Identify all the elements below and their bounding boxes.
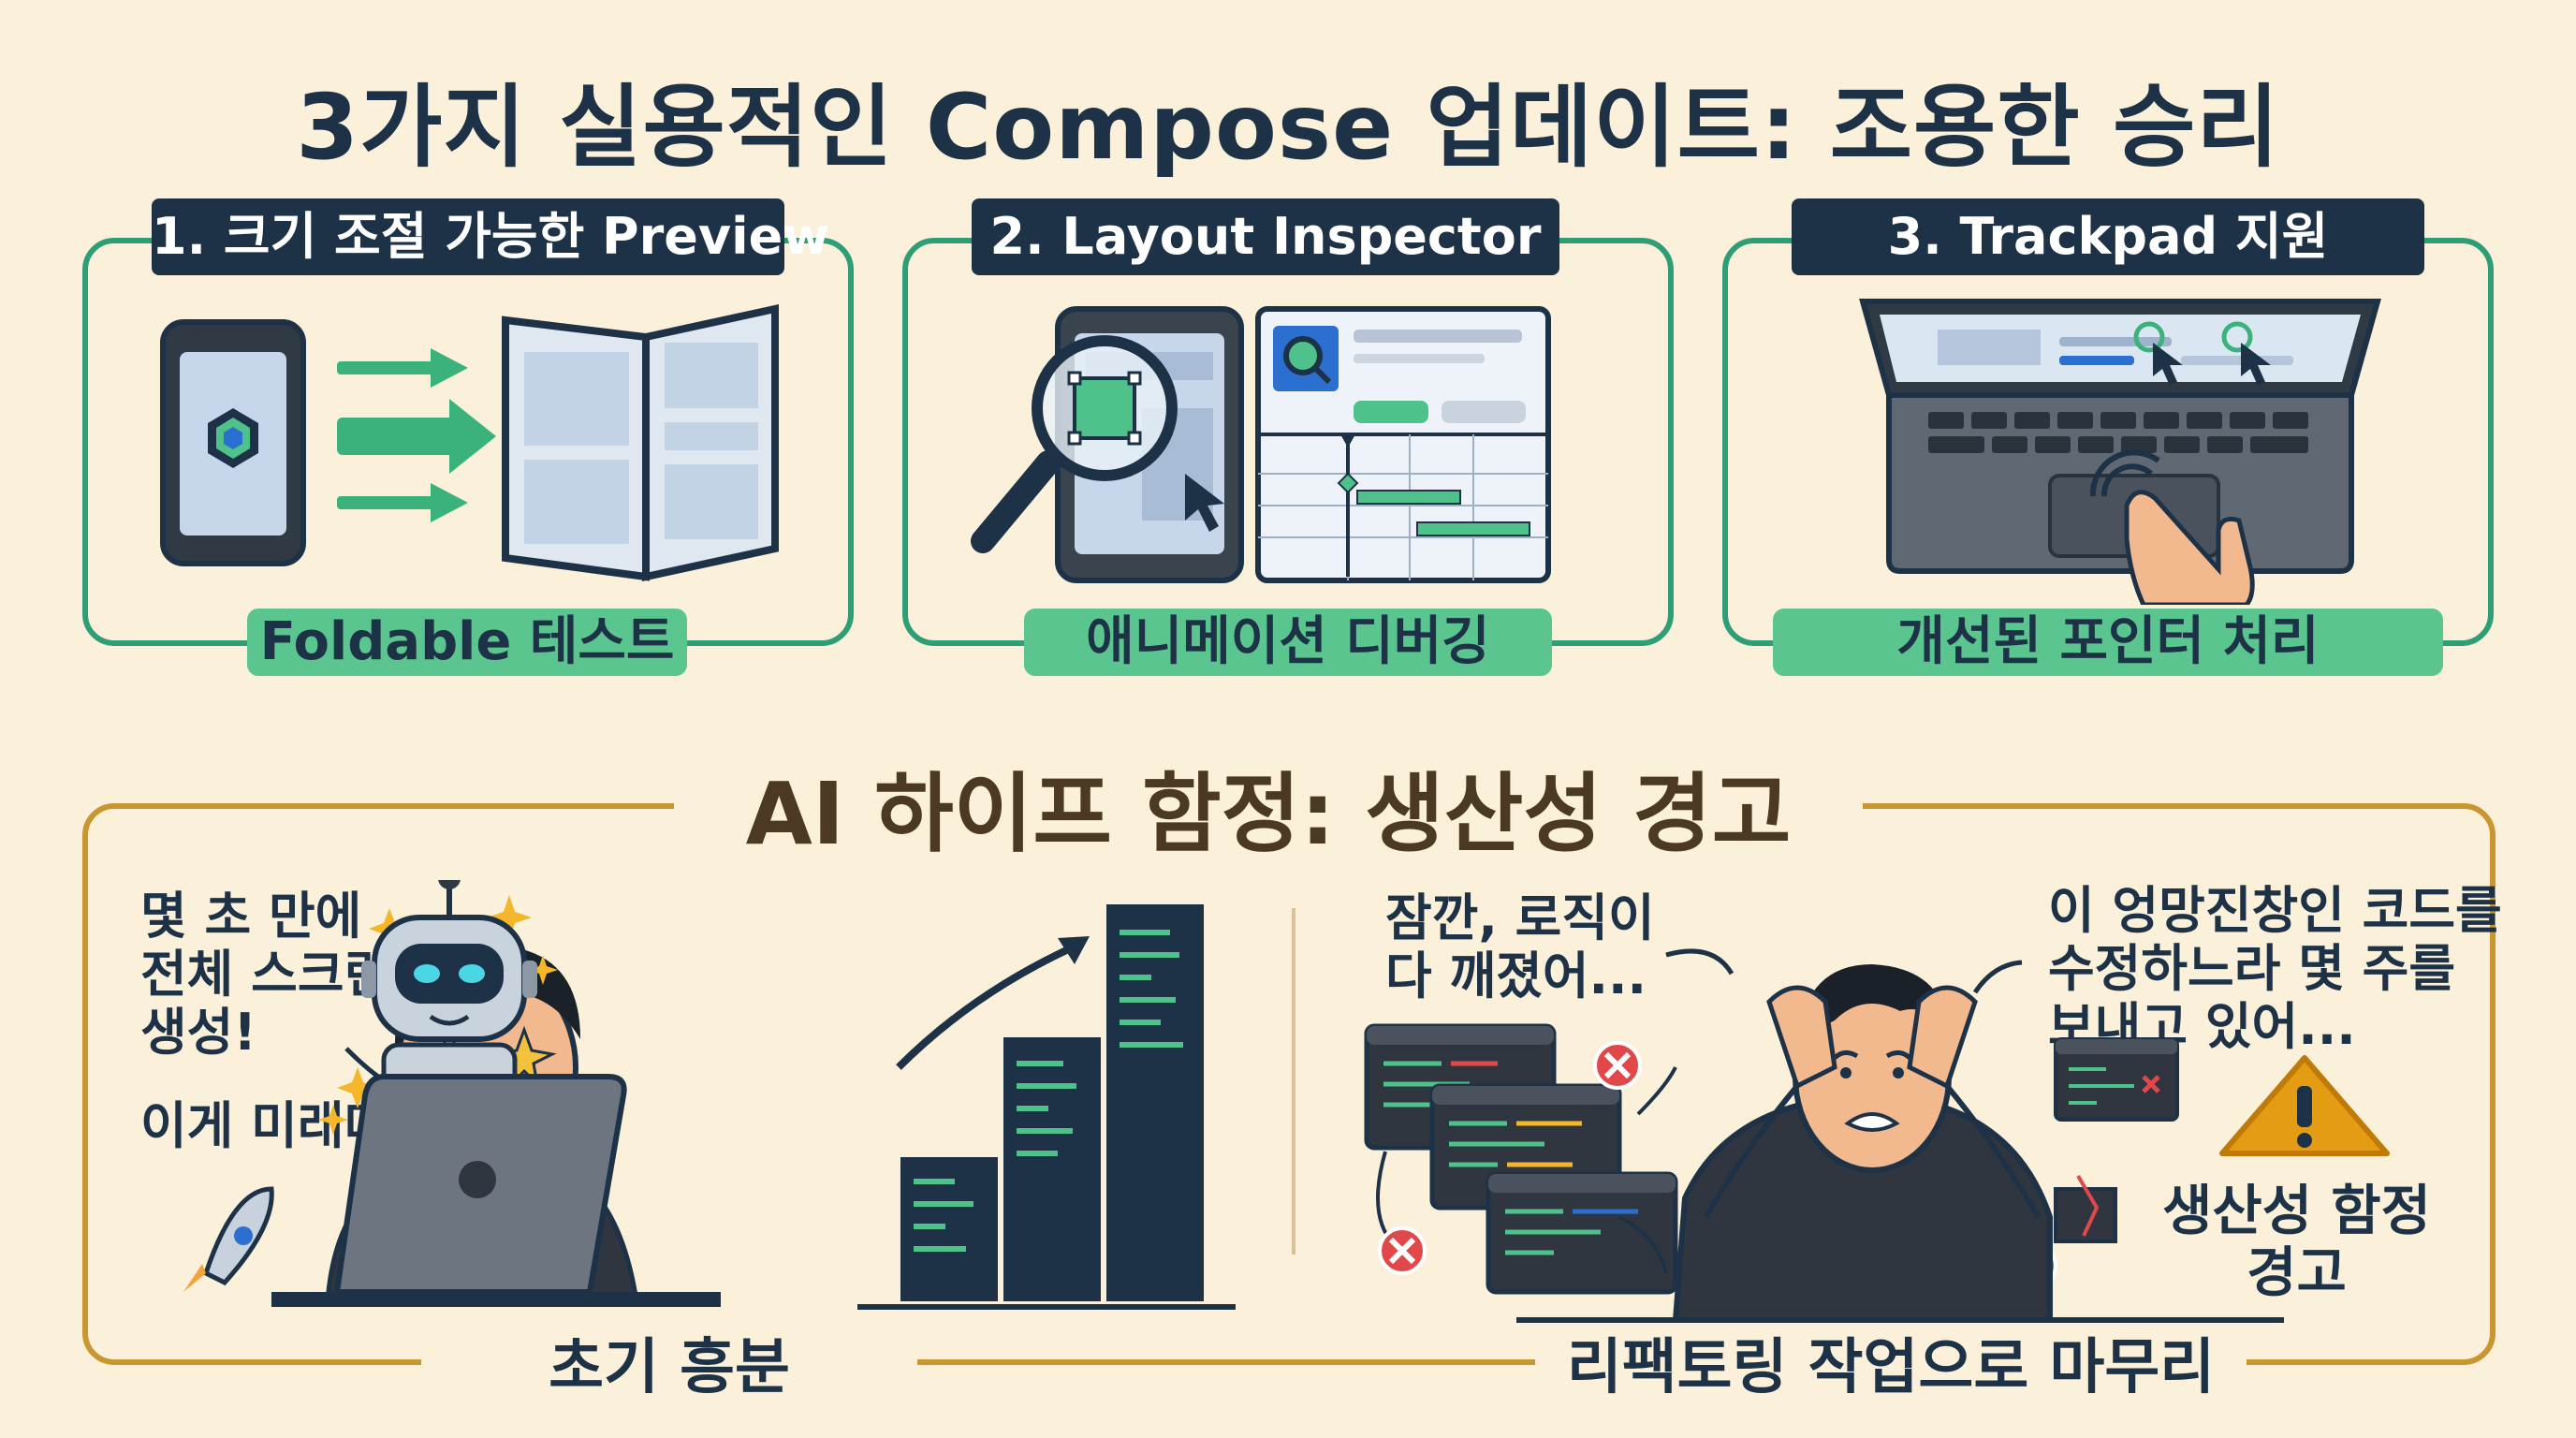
magnifier-icon <box>971 335 1178 553</box>
caption-initial-excitement: 초기 흥분 <box>421 1328 917 1408</box>
speech-bubble-logic-broken: 잠깐, 로직이 다 깨졌어... <box>1385 889 1655 1005</box>
panel-caption-pointer-handling: 개선된 포인터 처리 <box>1773 609 2443 676</box>
excited-developer-scene <box>183 880 1236 1310</box>
trackpad-illustration <box>1859 299 2381 605</box>
broken-box-icon <box>2054 1174 2117 1243</box>
panel-caption-foldable-test: Foldable 테스트 <box>247 609 687 676</box>
caption-refactoring: 리팩토링 작업으로 마무리 <box>1535 1328 2247 1408</box>
ai-hype-title: AI 하이프 함정: 생산성 경고 <box>674 758 1863 871</box>
panel-title-trackpad-support: 3. Trackpad 지원 <box>1792 198 2424 275</box>
layout-inspector-illustration <box>971 306 1551 583</box>
laptop-icon <box>1859 299 2381 574</box>
speech-line: 전체 스크린 <box>140 945 391 1004</box>
foldable-device-icon <box>502 304 779 581</box>
panel-caption-animation-debugging: 애니메이션 디버깅 <box>1024 609 1552 676</box>
growing-code-bars-icon <box>857 904 1236 1310</box>
speech-line: 이 엉망진창인 코드를 <box>2048 881 2502 940</box>
stressed-developer-avatar-icon <box>1672 964 2053 1323</box>
section-divider <box>1292 908 1295 1255</box>
rocket-icon <box>183 1186 274 1292</box>
arrows-icon <box>337 348 496 522</box>
panel-title-resizable-preview: 1. 크기 조절 가능한 Preview <box>152 198 829 275</box>
speech-line: 다 깨졌어... <box>1385 946 1647 1005</box>
buggy-code-windows-icon <box>1364 1023 1678 1295</box>
speech-line: 몇 초 만에 <box>140 887 362 946</box>
cursor-icon <box>1185 474 1224 532</box>
warning-line: 생산성 함정 <box>2162 1179 2431 1242</box>
speech-line: 생성! <box>140 1003 256 1062</box>
frustrated-developer-scene <box>1364 948 2390 1323</box>
productivity-trap-warning-label: 생산성 함정 경고 <box>2162 1180 2431 1303</box>
warning-line: 경고 <box>2247 1240 2347 1304</box>
foldable-preview-illustration <box>160 304 779 581</box>
pointer-cursors-icon <box>2133 321 2271 386</box>
hand-icon <box>2089 449 2255 605</box>
main-title: 3가지 실용적인 Compose 업데이트: 조용한 승리 <box>296 75 2280 180</box>
warning-triangle-icon <box>2219 1055 2390 1156</box>
inspector-panel-icon <box>1255 306 1551 583</box>
phone-icon <box>160 319 306 566</box>
speech-line: 수정하느라 몇 주를 <box>2048 939 2456 998</box>
panel-title-layout-inspector: 2. Layout Inspector <box>972 198 1559 275</box>
speech-line: 잠깐, 로직이 <box>1385 888 1655 947</box>
small-code-window-icon <box>2054 1037 2179 1122</box>
speech-bubble-excited: 몇 초 만에 전체 스크린 생성! <box>140 888 390 1062</box>
laptop-icon <box>271 1074 721 1307</box>
